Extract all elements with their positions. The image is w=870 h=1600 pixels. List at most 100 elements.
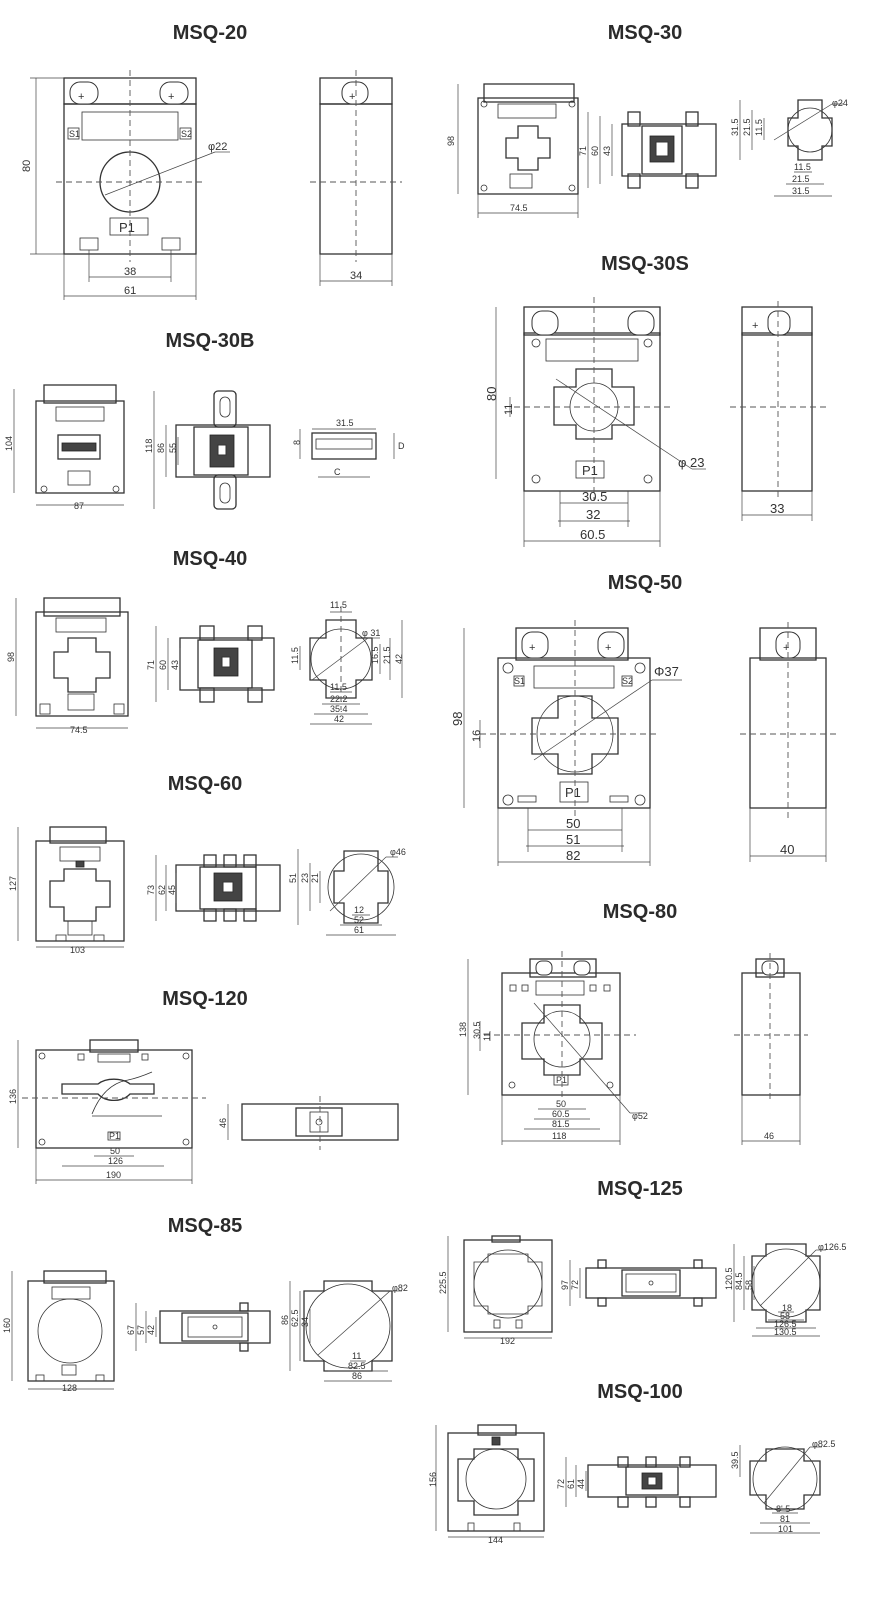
dim-phi: φ22 (208, 141, 227, 153)
dim-d: 46 (218, 1118, 228, 1128)
drawing-msq-30: 98 74.5 71 60 43 φ24 31.5 21.5 11.5 11.5… (446, 83, 848, 218)
dim-b4: 130.5 (774, 1327, 797, 1337)
panel-msq-60: MSQ-60 127 103 73 62 45 φ46 51 23 21 12 … (0, 765, 430, 965)
dim-w: 82 (566, 848, 580, 863)
dim-h2: 71 (578, 146, 588, 156)
dim-d: 33 (770, 501, 784, 516)
dim-phi: φ 31 (362, 628, 380, 638)
label-p1: P1 (582, 463, 598, 478)
dim-a: 50 (566, 816, 580, 831)
dim-h2: 118 (144, 439, 154, 453)
dim-b3: 35.4 (330, 704, 348, 714)
panel-msq-85: MSQ-85 160 128 67 57 42 φ82 86 62.5 34 1… (0, 1205, 430, 1405)
dim-w: 192 (500, 1336, 515, 1346)
dim-h2: 71 (146, 660, 156, 670)
dim-phi: φ52 (632, 1111, 648, 1121)
dim-b1: 8' 5 (776, 1504, 790, 1514)
dim-s3: 21 (310, 873, 320, 883)
dim-a: 38 (124, 266, 136, 278)
dim-r1: 16.5 (370, 646, 380, 664)
drawing-msq-80: P1 φ52 138 30.5 11 50 60.5 81.5 118 46 (458, 951, 808, 1145)
dim-s3: 11.5 (754, 119, 764, 136)
dim-s2: 23 (300, 873, 310, 883)
dim-off: 11 (503, 404, 515, 415)
dim-phi: φ82.5 (812, 1439, 835, 1449)
dim-phi: φ24 (832, 98, 848, 108)
svg-text:+: + (168, 91, 174, 103)
dim-h: 80 (484, 387, 499, 401)
dim-b2: 52 (354, 915, 364, 925)
model-title: MSQ-20 (172, 22, 248, 44)
dim-h2: 97 (560, 1280, 570, 1290)
dim-s1: 31.5 (730, 118, 740, 136)
dim-s2: 84.5 (734, 1272, 744, 1290)
model-title: MSQ-30 (607, 22, 683, 44)
dim-h4: 55 (168, 443, 178, 453)
label-s1: S1 (69, 129, 80, 139)
dim-h: 80 (21, 160, 33, 172)
model-title: MSQ-30B (165, 330, 255, 352)
dim-h2: 67 (126, 1325, 136, 1335)
dim-phi: φ82 (392, 1283, 408, 1293)
dim-b2: 21.5 (792, 174, 810, 184)
drawing-msq-50: ++ S1 S2 P1 Φ37 98 16 50 51 82 + 40 (450, 620, 836, 866)
dim-d: D (398, 441, 405, 451)
dim-w: 103 (70, 945, 85, 955)
dim-s3: 34 (300, 1317, 310, 1327)
panel-msq-100: MSQ-100 156 144 72 61 44 φ82.5 39.5 8' 5… (428, 1375, 870, 1575)
dim-phi: Φ37 (654, 664, 679, 679)
dim-h: 225.5 (438, 1271, 448, 1294)
dim-h3: 57 (136, 1325, 146, 1335)
model-title: MSQ-85 (167, 1215, 243, 1237)
dim-h2: 72 (556, 1479, 566, 1489)
dim-a: 50 (556, 1099, 566, 1109)
svg-text:+: + (605, 642, 611, 654)
dim-r2: 21.5 (382, 646, 392, 664)
panel-msq-30: MSQ-30 98 74.5 71 60 43 φ24 31.5 21.5 11… (440, 0, 870, 220)
dim-s1: 39.5 (730, 1451, 740, 1469)
panel-msq-40: MSQ-40 98 74.5 71 60 43 φ 31 11.5 11.5 1… (0, 540, 430, 740)
dim-b2: 58 (780, 1311, 790, 1321)
dim-h3: 72 (570, 1280, 580, 1290)
dim-s3: 58 (744, 1280, 754, 1290)
drawing-msq-60: 127 103 73 62 45 φ46 51 23 21 12 52 61 (8, 826, 406, 955)
dim-b2: 22.2 (330, 694, 348, 704)
dim-phi: φ126.5 (818, 1242, 846, 1252)
dim-h: 98 (6, 652, 16, 662)
dim-w: 60.5 (580, 527, 605, 542)
dim-d: 34 (350, 270, 362, 282)
dim-top: 11.5 (330, 600, 347, 610)
model-title: MSQ-120 (162, 988, 248, 1010)
dim-a: 50 (110, 1146, 120, 1156)
dim-b: 60.5 (552, 1109, 570, 1119)
dim-w: 61 (124, 285, 136, 297)
dim-b3: 61 (354, 925, 364, 935)
label-p1: P1 (109, 1131, 120, 1141)
dim-h4: 44 (576, 1479, 586, 1489)
dim-h3: 60 (158, 660, 168, 670)
dim-h: 98 (450, 712, 465, 726)
dim-h4: 43 (602, 146, 612, 156)
dim-b: 51 (566, 832, 580, 847)
dim-b3: 31.5 (792, 186, 810, 196)
dim-b3: 101 (778, 1524, 793, 1534)
model-title: MSQ-100 (597, 1381, 683, 1403)
dim-t: 8 (292, 440, 302, 445)
model-title: MSQ-60 (167, 773, 243, 795)
dim-s1: 120.5 (724, 1267, 734, 1290)
dim-s1: 51 (288, 873, 298, 883)
dim-h4: 42 (146, 1325, 156, 1335)
dim-c: C (334, 467, 341, 477)
dim-c: 81.5 (552, 1119, 570, 1129)
dim-a: 30.5 (582, 489, 607, 504)
dim-b1: 11 (352, 1351, 361, 1361)
drawing-msq-100: 156 144 72 61 44 φ82.5 39.5 8' 5 81 101 (428, 1424, 835, 1545)
drawing-msq-85: 160 128 67 57 42 φ82 86 62.5 34 11 82.5 … (2, 1270, 408, 1393)
label-p1: P1 (119, 220, 135, 235)
dim-phi: φ46 (390, 847, 406, 857)
dim-s2: 62.5 (290, 1309, 300, 1327)
dim-w: 118 (552, 1131, 566, 1141)
dim-w: 128 (62, 1383, 77, 1393)
label-p1: P1 (565, 785, 581, 800)
model-title: MSQ-50 (607, 572, 683, 594)
